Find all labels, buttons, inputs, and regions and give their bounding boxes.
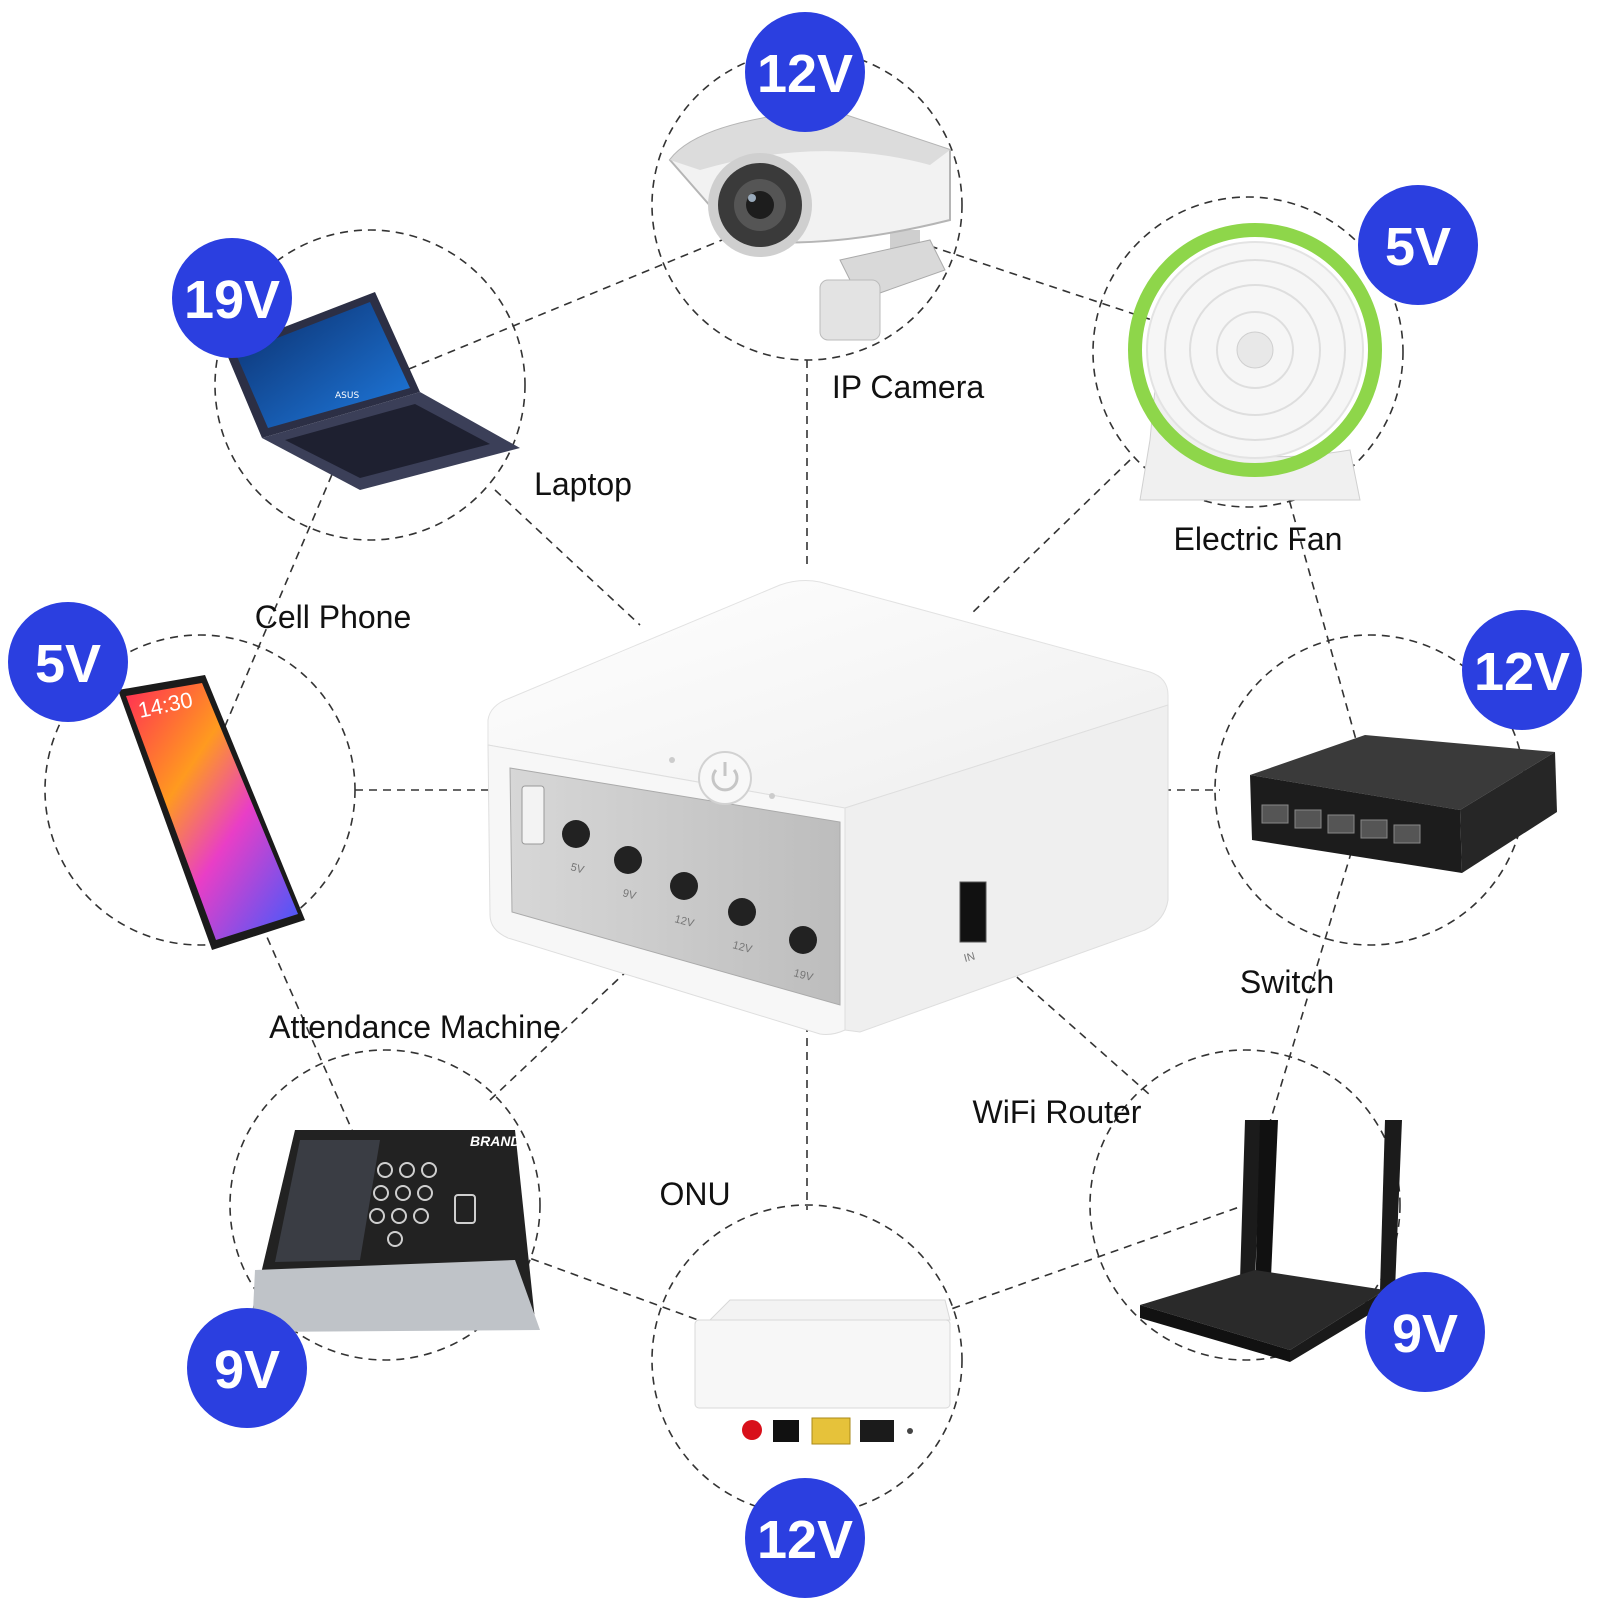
laptop-icon: ASUS — [225, 292, 520, 490]
onu-label: ONU — [659, 1176, 730, 1212]
electric-fan-voltage: 5V — [1385, 217, 1451, 277]
laptop-label: Laptop — [534, 466, 632, 502]
voltage-badge — [1365, 1272, 1485, 1392]
ip-camera-voltage: 12V — [757, 44, 853, 104]
attendance-machine-icon: BRAND — [250, 1130, 540, 1332]
wifi-router-voltage: 9V — [1392, 1304, 1458, 1364]
electric-fan-node: Electric Fan 5V — [1092, 185, 1478, 557]
voltage-badge — [745, 12, 865, 132]
power-button[interactable] — [698, 751, 752, 805]
laptop-brand-text: ASUS — [335, 391, 359, 401]
status-led — [669, 757, 675, 763]
port-label-5v: 5V — [569, 861, 586, 876]
voltage-badge — [172, 238, 292, 358]
router-icon — [1140, 1120, 1402, 1362]
wifi-router-node: WiFi Router 9V — [973, 1049, 1485, 1392]
electric-fan-label: Electric Fan — [1174, 521, 1343, 557]
port-label-19v: 19V — [792, 967, 815, 984]
voltage-badge — [8, 602, 128, 722]
dc-input-port[interactable] — [959, 881, 987, 943]
fan-icon — [1128, 223, 1382, 501]
attendance-machine-voltage: 9V — [214, 1340, 280, 1400]
battery-led — [769, 793, 775, 799]
dc-port-5v[interactable] — [562, 820, 590, 848]
phone-icon: 14:30 — [118, 675, 305, 950]
attendance-machine-label: Attendance Machine — [269, 1009, 561, 1045]
onu-icon — [694, 1299, 951, 1445]
usb-port[interactable] — [521, 785, 545, 845]
voltage-badge — [1358, 185, 1478, 305]
voltage-badge — [187, 1308, 307, 1428]
voltage-badge — [745, 1478, 865, 1598]
ip-camera-label: IP Camera — [832, 369, 985, 405]
cell-phone-voltage: 5V — [35, 634, 101, 694]
dc-port-12v-b[interactable] — [728, 898, 756, 926]
onu-voltage: 12V — [757, 1510, 853, 1570]
network-switch-icon — [1250, 735, 1557, 873]
cell-phone-node: 14:30 Cell Phone 5V — [8, 599, 411, 950]
voltage-badge — [1462, 610, 1582, 730]
cell-phone-label: Cell Phone — [255, 599, 412, 635]
switch-label: Switch — [1240, 964, 1334, 1000]
switch-node: Switch 12V — [1214, 610, 1582, 1000]
dc-port-9v[interactable] — [614, 846, 642, 874]
dc-output-ports — [562, 820, 817, 954]
laptop-node: ASUS Laptop 19V — [172, 229, 632, 541]
ip-camera-icon — [668, 108, 951, 341]
wifi-router-label: WiFi Router — [973, 1094, 1142, 1130]
input-port-label: IN — [963, 950, 977, 964]
attendance-machine-node: BRAND Attendance Machine 9V — [187, 1009, 561, 1428]
laptop-voltage: 19V — [184, 270, 280, 330]
port-labels: 5V 9V 12V 12V 19V — [569, 861, 815, 984]
port-label-9v: 9V — [621, 887, 638, 902]
dc-port-19v[interactable] — [789, 926, 817, 954]
dc-port-12v-a[interactable] — [670, 872, 698, 900]
onu-node: ONU 12V — [651, 1176, 963, 1598]
ip-camera-node: IP Camera 12V — [651, 12, 985, 405]
switch-voltage: 12V — [1474, 642, 1570, 702]
attendance-brand-text: BRAND — [470, 1133, 521, 1149]
port-label-12v-b: 12V — [731, 939, 754, 956]
ups-hub: 5V 9V 12V 12V 19V IN — [487, 580, 1169, 1035]
port-label-12v-a: 12V — [673, 913, 696, 930]
